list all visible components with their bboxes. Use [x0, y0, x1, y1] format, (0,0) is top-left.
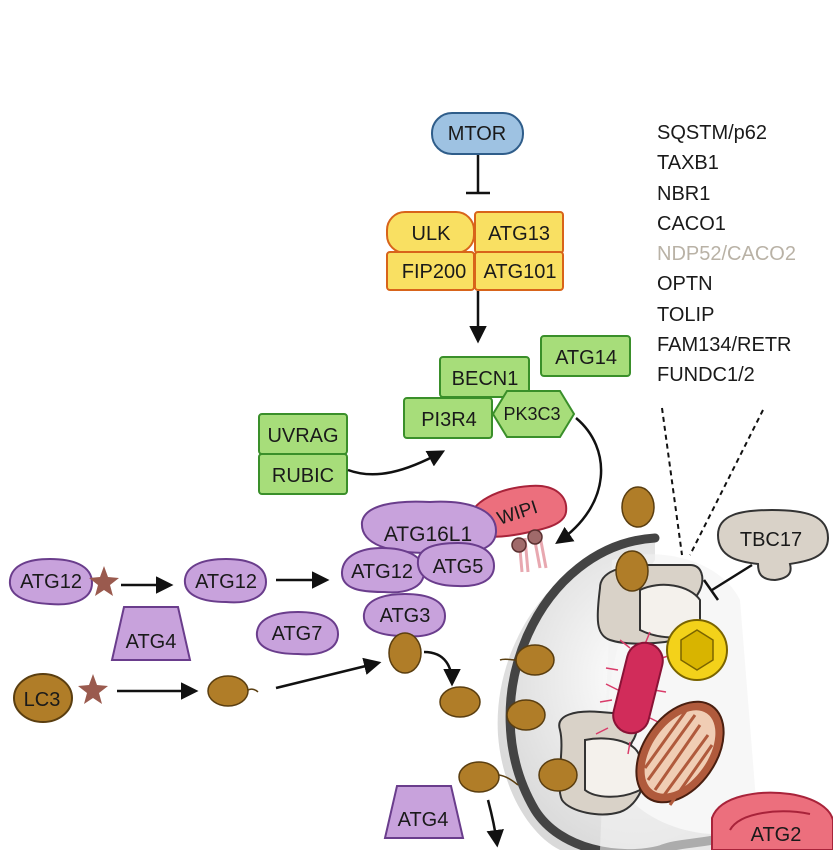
- pk3c3-label: PK3C3: [503, 404, 560, 424]
- receptor-cargo-lower: [558, 710, 645, 816]
- atg4-bottom: ATG4: [383, 785, 465, 839]
- atg4-bottom-node: [383, 785, 465, 839]
- receptor-item: TAXB1: [657, 152, 719, 175]
- pi3r4-node: [403, 397, 493, 439]
- receptor-item: SQSTM/p62: [657, 122, 768, 144]
- lc3-label: LC3: [24, 689, 61, 711]
- atg5-label: ATG5: [433, 556, 484, 578]
- star-icon: [89, 566, 119, 596]
- atg14-label: ATG14: [555, 347, 617, 369]
- receptor-item: FAM134/RETR: [657, 334, 792, 357]
- star-icon: [78, 674, 108, 704]
- atg4-deconjugation-arrow: [486, 799, 504, 848]
- uvrag-label: UVRAG: [267, 425, 338, 447]
- atg12-with-star: ATG12: [8, 557, 119, 606]
- receptor-item-muted: NDP52/CACO2: [657, 243, 796, 266]
- lc3-with-star: LC3: [13, 673, 108, 723]
- becn1-label: BECN1: [452, 368, 519, 390]
- receptor-dashed-line-right: [689, 409, 764, 556]
- lc3-to-atg3-arrow: [275, 657, 382, 690]
- lc3-node: [13, 673, 73, 723]
- atg4-top-node: [110, 606, 192, 661]
- mtor-node: MTOR: [431, 112, 524, 155]
- receptor-item: CACO1: [657, 212, 726, 235]
- atg12-free: ATG12: [183, 557, 268, 604]
- tbc17-node: TBC17: [716, 508, 830, 582]
- rubic-label: RUBIC: [272, 465, 334, 487]
- atg12-star-label: ATG12: [20, 571, 82, 593]
- pk3c3-to-membrane-arrow: [555, 417, 603, 544]
- atg2-node: ATG2: [711, 791, 833, 850]
- ulk-complex: ULK ATG13 FIP200 ATG101: [386, 211, 564, 291]
- pi3k-complex: BECN1 ATG14 PI3R4 PK3C3: [403, 335, 631, 439]
- atg3-node: [362, 592, 447, 638]
- yellow-particle: [666, 619, 728, 681]
- atg4-top-label: ATG4: [126, 631, 177, 653]
- receptor-item: NBR1: [657, 182, 711, 205]
- receptor-item: FUNDC1/2: [657, 364, 755, 387]
- tbc17-inhibition-line: [702, 563, 753, 601]
- atg12-complex-label: ATG12: [351, 561, 413, 583]
- tbc17-label: TBC17: [740, 529, 802, 551]
- atg12-free-node: [183, 557, 268, 604]
- atg16l1-label: ATG16L1: [384, 523, 472, 546]
- atg12-free-label: ATG12: [195, 571, 257, 593]
- fip200-label: FIP200: [402, 261, 466, 283]
- mtor-inhibition-line: [466, 155, 490, 195]
- rubic-to-pi3k-arrow: [347, 450, 446, 476]
- pi3r4-label: PI3R4: [421, 409, 477, 431]
- receptor-item: TOLIP: [657, 303, 715, 326]
- receptor-dashed-line-left: [661, 407, 683, 556]
- atg13-label: ATG13: [488, 223, 550, 245]
- pk3c3-node: [491, 390, 576, 438]
- atg2-label: ATG2: [751, 824, 802, 846]
- atg3-to-membrane-arrow: [423, 650, 461, 687]
- atg101-node: [474, 251, 564, 291]
- receptor-item: OPTN: [657, 273, 713, 296]
- wipi-node: WIPI: [468, 484, 568, 573]
- atg12-star-node: [8, 557, 94, 606]
- atg7-label: ATG7: [272, 623, 323, 645]
- atg5-node: [416, 541, 496, 588]
- uvrag-rubic-complex: UVRAG RUBIC: [258, 413, 348, 495]
- atg3-label: ATG3: [380, 605, 431, 627]
- atg4-bottom-label: ATG4: [398, 809, 449, 831]
- atg7: ATG7: [255, 610, 340, 656]
- ulk-label: ULK: [412, 223, 452, 245]
- atg16l1-complex: ATG16L1 ATG12 ATG5: [340, 500, 498, 594]
- atg101-label: ATG101: [484, 261, 557, 283]
- atg14-node: [540, 335, 631, 377]
- mitochondrion: [635, 700, 725, 806]
- receptor-list: SQSTM/p62 TAXB1 NBR1 CACO1 NDP52/CACO2 O…: [657, 118, 796, 391]
- mtor-label: MTOR: [448, 123, 507, 145]
- rubic-node: [258, 453, 348, 495]
- atg3: ATG3: [362, 592, 447, 638]
- lc3-particles: [207, 486, 655, 793]
- atg4-top: ATG4: [110, 606, 192, 661]
- bacterium: [595, 631, 669, 755]
- atg7-node: [255, 610, 340, 656]
